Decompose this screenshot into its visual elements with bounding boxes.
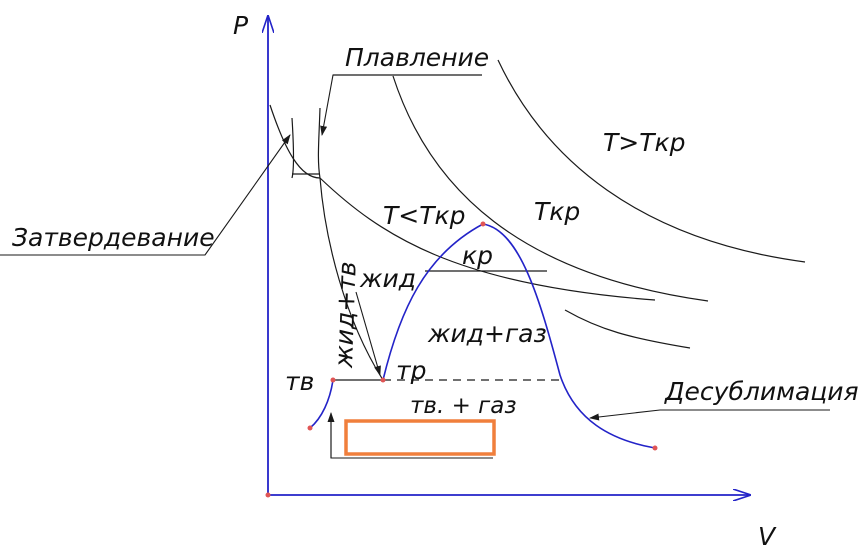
solid-label: тв (285, 367, 314, 396)
solid-triple-point (330, 377, 336, 383)
isotherm-low (269, 104, 321, 179)
triple-point (380, 377, 386, 383)
sublimation-curve (309, 379, 334, 429)
melting-line-left (291, 117, 295, 179)
solid-gas-label: тв. + газ (410, 393, 517, 419)
solidification-label: Затвердевание (12, 223, 215, 252)
isotherm-tcr (392, 75, 709, 302)
melting-leader (320, 74, 346, 136)
liquid-solid-boundary (319, 177, 384, 381)
melting-label: Плавление (345, 43, 489, 72)
critical-label: кр (462, 241, 493, 270)
desublimation-label: Десублимация (664, 377, 859, 406)
critical-point (480, 221, 486, 227)
v-axis-label: V (758, 522, 777, 551)
melting-line-right (317, 107, 321, 179)
liquid-solid-leader (355, 291, 381, 376)
triple-label: тр (396, 356, 426, 385)
solid-end-point (307, 425, 313, 431)
isotherm-tcr-lower (564, 309, 691, 349)
liquid-label: жид (359, 264, 416, 293)
tcr-label: Tкр (534, 197, 580, 226)
desublimation-leader (589, 409, 830, 421)
isotherm-t-lt-tcr (319, 177, 656, 301)
t-lt-tcr-label: T<Tкр (383, 201, 465, 230)
gas-end-point (652, 445, 658, 451)
solidification-leader (0, 134, 291, 256)
p-axis-label: P (233, 11, 249, 40)
liquid-solid-label: жид+тв (329, 261, 362, 369)
highlight-box[interactable] (344, 419, 496, 456)
bottom-bracket (330, 418, 493, 459)
t-gt-tcr-label: T>Tкр (603, 128, 685, 157)
isotherm-t-gt-tcr (497, 59, 806, 263)
liquid-gas-label: жид+газ (427, 319, 547, 348)
origin-point (265, 492, 271, 498)
